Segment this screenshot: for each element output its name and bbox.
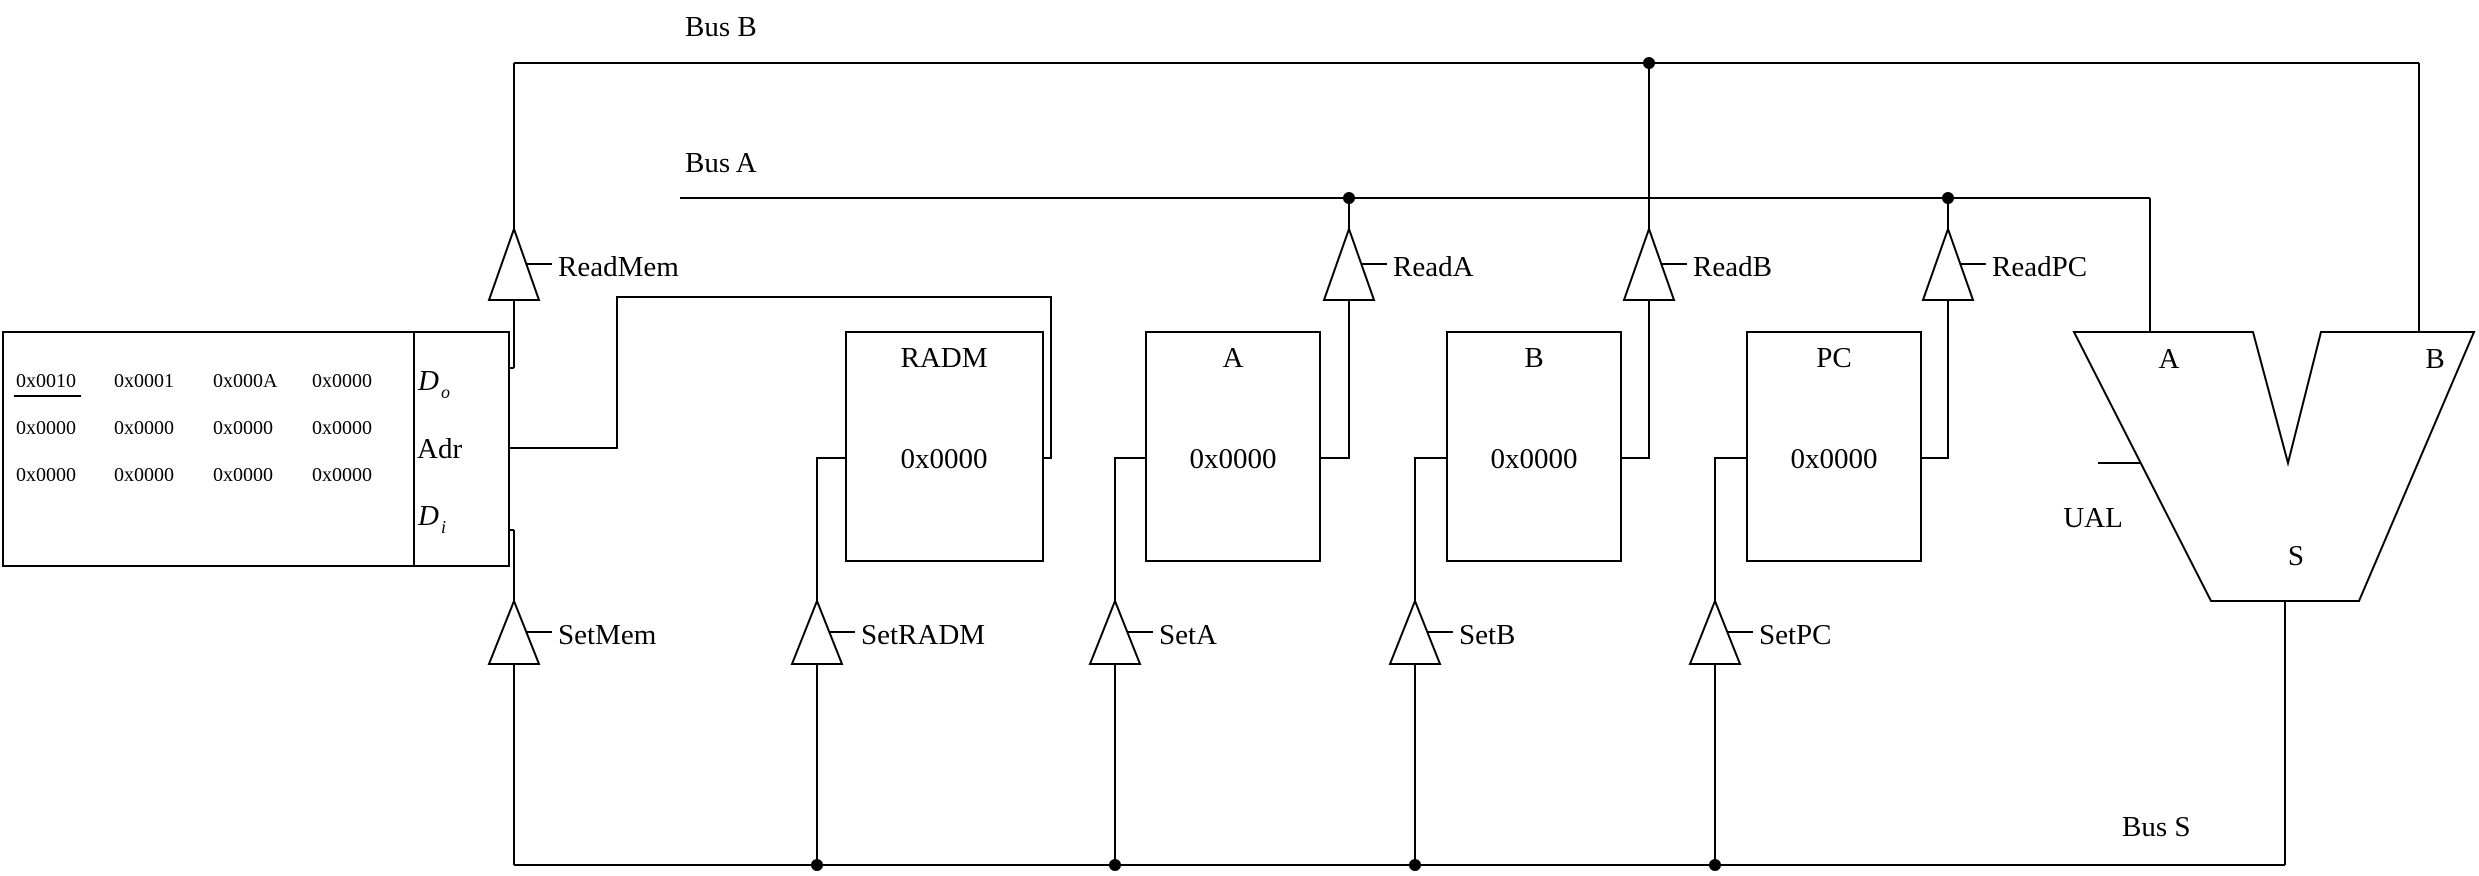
buffer-setradm: SetRADM [790,598,985,665]
register-a: A 0x0000 [1145,331,1321,562]
seta-label: SetA [1159,619,1217,651]
register-radm-name: RADM [900,342,987,374]
register-b-box [1446,331,1622,562]
register-pc-box [1746,331,1922,562]
memory-port-adr-label: Adr [417,433,462,465]
buffer-setb: SetB [1388,598,1515,665]
register-pc-name: PC [1816,342,1851,374]
alu-input-b-label: B [2425,343,2444,375]
readb-label: ReadB [1693,251,1772,283]
register-radm: RADM 0x0000 [845,331,1044,562]
memory-cell: 0x0001 [114,370,174,392]
readpc-label: ReadPC [1992,251,2087,283]
buffer-setpc: SetPC [1688,598,1832,665]
junction-busa-readpc [1942,192,1954,204]
alu-input-a-label: A [2159,343,2180,375]
wire-seta-to-rega [1114,457,1146,601]
register-b-name: B [1524,342,1543,374]
register-radm-box [845,331,1044,562]
alu-name-label: UAL [2063,502,2123,534]
register-radm-value: 0x0000 [901,443,988,475]
buffer-readb: ReadB [1622,225,1772,301]
bus-b-label: Bus B [685,11,757,43]
setb-label: SetB [1459,619,1515,651]
alu-ual: A B S UAL [2063,331,2476,602]
memory-port-dout-sub: o [441,382,450,402]
wire-setpc-to-regpc [1714,457,1747,601]
memory-cell: 0x0000 [312,464,372,486]
bus-a-label: Bus A [685,147,757,179]
buffer-readmem: ReadMem [487,225,679,301]
setradm-label: SetRADM [861,619,985,651]
reada-label: ReadA [1393,251,1474,283]
buffer-reada: ReadA [1322,225,1474,301]
memory-box [2,331,510,567]
junction-busb-readb [1643,57,1655,69]
junction-buss-setb [1409,859,1421,871]
buffer-setmem: SetMem [487,598,657,665]
bus-s-label: Bus S [2122,811,2191,843]
memory-cell: 0x0000 [312,370,372,392]
register-a-value: 0x0000 [1190,443,1277,475]
readmem-label: ReadMem [558,251,679,283]
memory-port-din-sub: i [441,517,446,537]
memory-cell: 0x0000 [213,464,273,486]
buffer-readpc: ReadPC [1921,225,2087,301]
wires [509,62,2420,866]
register-a-box [1145,331,1321,562]
memory-cell: 0x0000 [312,417,372,439]
register-b-value: 0x0000 [1491,443,1578,475]
wire-regpc-to-readpc [1921,300,1949,459]
memory-port-dout-label: D [417,365,439,397]
alu-body [2072,331,2476,602]
wire-radm-to-adr [509,296,1052,459]
memory-port-din-label: D [417,500,439,532]
wire-rega-to-reada [1320,300,1350,459]
register-pc: PC 0x0000 [1746,331,1922,562]
junction-buss-setpc [1709,859,1721,871]
memory-cell: 0x0000 [16,464,76,486]
buffer-seta: SetA [1088,598,1217,665]
wire-setradm-to-radm [816,457,846,601]
memory-cell: 0x0000 [16,417,76,439]
memory-cell: 0x0000 [114,464,174,486]
memory-cell: 0x000A [213,370,278,392]
wire-setb-to-regb [1414,457,1447,601]
memory-cell: 0x0010 [16,370,76,392]
junction-dots [811,57,1954,871]
register-pc-value: 0x0000 [1791,443,1878,475]
memory-block: 0x0010 0x0001 0x000A 0x0000 0x0000 0x000… [2,331,510,567]
memory-cell: 0x0000 [114,417,174,439]
register-b: B 0x0000 [1446,331,1622,562]
alu-output-s-label: S [2288,540,2304,572]
memory-cell: 0x0000 [213,417,273,439]
wire-regb-to-readb [1621,300,1650,459]
register-a-name: A [1223,342,1244,374]
setpc-label: SetPC [1759,619,1832,651]
junction-buss-setradm [811,859,823,871]
junction-busa-reada [1343,192,1355,204]
junction-buss-seta [1109,859,1121,871]
setmem-label: SetMem [558,619,657,651]
